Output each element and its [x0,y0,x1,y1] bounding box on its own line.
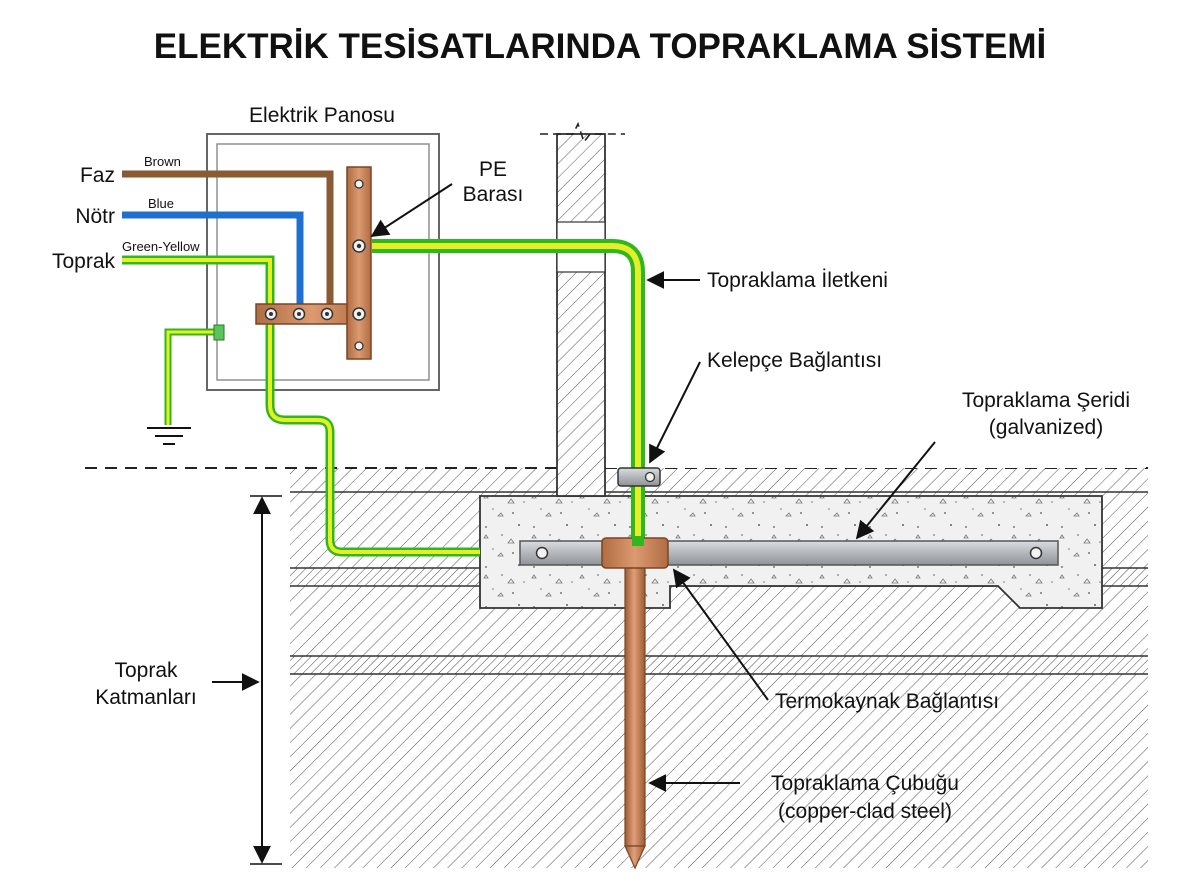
conductor-label-neutral: Nötr [75,205,115,228]
conductor-label-phase: Faz [80,164,115,187]
conductor-label-earth: Toprak [52,250,116,273]
callout-exothermic-weld: Termokaynak Bağlantısı [775,690,999,713]
callout-soil-layers-line1: Toprak [114,659,178,682]
panel-earth-wire [164,324,225,425]
building-wall [540,121,1146,497]
callout-soil-layers-line2: Katmanları [95,686,197,709]
callout-earthing-strip-line2: (galvanized) [989,416,1103,439]
pipe-clamp [617,467,661,487]
conductor-earth [122,255,480,557]
pe-bus-bar [346,166,372,360]
ground-symbol-icon [147,427,191,445]
conductor-phase [122,170,334,306]
wire-color-green-yellow: Green-Yellow [122,239,200,254]
pe-bar-label-line2: Barası [463,183,524,206]
callout-earthing-strip-line1: Topraklama Şeridi [962,389,1130,412]
wire-color-brown: Brown [144,154,181,169]
callout-clamp-connection: Kelepçe Bağlantısı [707,349,882,372]
earthing-strip [519,540,1059,566]
wire-color-blue: Blue [148,196,174,211]
pe-bar-arrow [370,183,453,237]
diagram-title: ELEKTRİK TESİSATLARINDA TOPRAKLAMA SİSTE… [154,27,1047,66]
conductor-neutral [122,211,304,306]
callout-earthing-rod-line1: Topraklama Çubuğu [771,772,959,795]
panel-label: Elektrik Panosu [249,104,395,127]
callout-earthing-rod-line2: (copper-clad steel) [778,800,952,823]
callout-earthing-conductor: Topraklama İletkeni [707,269,888,292]
earthing-conductor [372,239,645,540]
neutral-bus-bar [255,303,369,325]
soil-layers-dimension [212,495,282,865]
earthing-rod [624,555,646,870]
exothermic-weld [601,536,669,569]
pe-bar-label-line1: PE [479,158,507,181]
